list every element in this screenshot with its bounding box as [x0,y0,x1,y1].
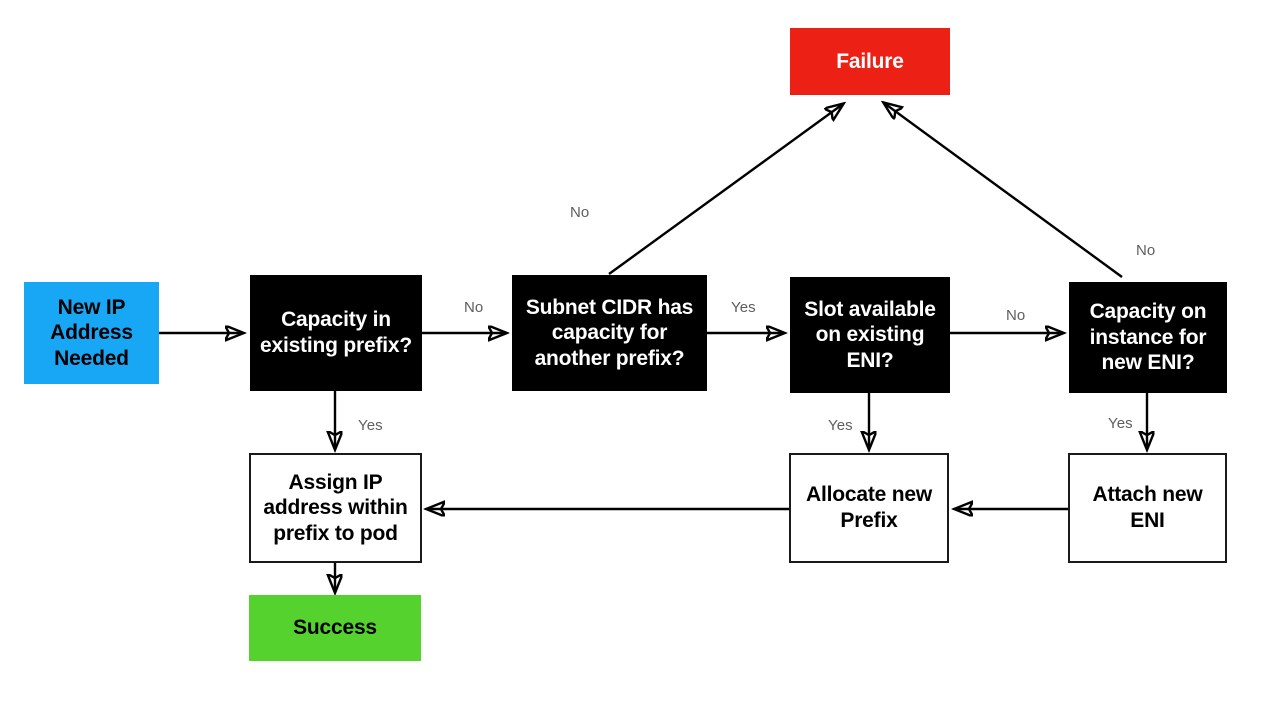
edge-label-slot-yes: Yes [828,417,853,434]
node-label: Allocate new Prefix [806,483,932,532]
node-label: Assign IP address within prefix to pod [263,470,408,545]
edge-subnet-to-failure [608,104,843,275]
node-label: Attach new ENI [1092,483,1203,532]
node-assign-ip-address-within-prefix[interactable]: Assign IP address within prefix to pod [249,453,422,563]
edge-label-subnet-no: No [570,204,590,221]
node-capacity-in-existing-prefix[interactable]: Capacity in existing prefix? [250,275,422,391]
node-capacity-on-instance-for-new-eni[interactable]: Capacity on instance for new ENI? [1069,282,1227,393]
node-subnet-cidr-has-capacity[interactable]: Subnet CIDR has capacity for another pre… [512,275,707,391]
node-label: Capacity on instance for new ENI? [1089,300,1207,375]
edge-label-capacity-instance-no: No [1136,242,1156,259]
node-label: Failure [836,49,904,73]
edge-label-capacity-instance-yes: Yes [1108,415,1133,432]
node-label: New IP Address Needed [50,295,133,370]
edge-label-capacity-prefix-no: No [464,299,484,316]
node-allocate-new-prefix[interactable]: Allocate new Prefix [789,453,949,563]
edge-label-subnet-yes: Yes [731,299,756,316]
node-success[interactable]: Success [249,595,421,661]
edge-label-slot-no: No [1006,307,1026,324]
node-label: Subnet CIDR has capacity for another pre… [525,295,694,370]
node-label: Success [293,616,377,640]
node-failure[interactable]: Failure [790,28,950,95]
node-label: Slot available on existing ENI? [804,297,936,372]
node-new-ip-address-needed[interactable]: New IP Address Needed [24,282,159,384]
node-label: Capacity in existing prefix? [259,308,412,357]
node-slot-available-on-existing-eni[interactable]: Slot available on existing ENI? [790,277,950,393]
node-attach-new-eni[interactable]: Attach new ENI [1068,453,1227,563]
edge-capacity-instance-to-failure [884,103,1123,278]
edge-label-capacity-prefix-yes: Yes [358,417,383,434]
